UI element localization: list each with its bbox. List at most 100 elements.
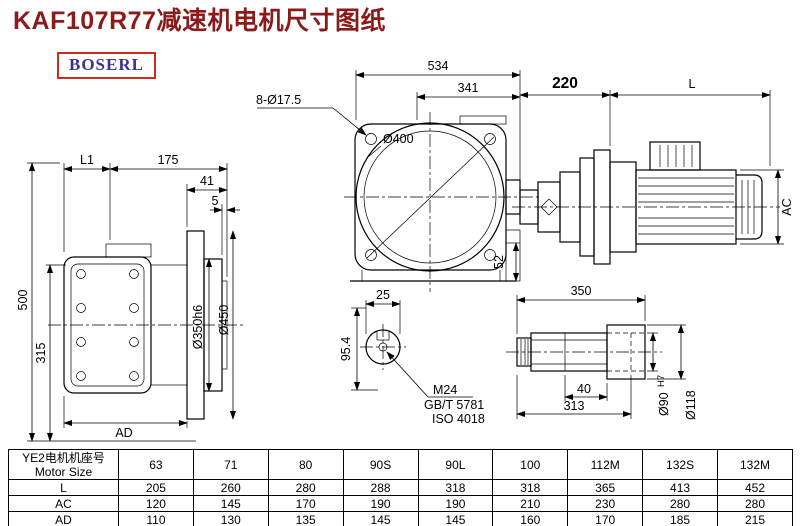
size-column-header: 80 <box>267 449 344 480</box>
flange-face-step <box>221 280 228 370</box>
dim-motor-length-label: L <box>689 77 696 91</box>
table-cell: 230 <box>567 495 644 512</box>
table-header-motor-size: YE2电机机座号 Motor Size <box>8 449 119 480</box>
shaft-end-view: 25 95.4 M24 GB/T 5781 ISO 4018 <box>339 288 485 426</box>
front-view: 534 341 8-Ø17.5 Ø400 52 <box>256 59 540 292</box>
flange-inner-circle <box>363 130 497 264</box>
cover-bolt <box>76 337 86 347</box>
size-column-header: 112M <box>567 449 644 480</box>
cover-bolt <box>129 303 139 313</box>
thread-spec-label: M24 <box>433 383 457 397</box>
dim-90h7-tolerance-label: H7 <box>656 375 667 387</box>
size-column-header: 100 <box>492 449 569 480</box>
table-cell: 288 <box>342 479 419 496</box>
mounting-hole <box>365 249 377 261</box>
dim-500-label: 500 <box>16 290 30 311</box>
table-cell: 170 <box>267 495 344 512</box>
mounting-hole <box>484 133 496 145</box>
cover-bolt <box>76 303 86 313</box>
cover-bolt <box>129 269 139 279</box>
dim-90h7-label: Ø90 <box>657 392 671 416</box>
dim-313-label: 313 <box>564 399 585 413</box>
shaft-detail-dimensions: 350 40 313 Ø90 H7 Ø118 <box>516 284 698 420</box>
size-column-header: 90L <box>417 449 494 480</box>
table-cell: 160 <box>492 511 569 526</box>
motor-view-dimensions: 220 L AC <box>519 75 794 245</box>
housing-top-lug <box>105 243 152 258</box>
table-cell: 135 <box>267 511 344 526</box>
dim-bolt-holes-label: 8-Ø17.5 <box>256 93 301 107</box>
table-cell: 260 <box>192 479 269 496</box>
table-cell: 145 <box>192 495 269 512</box>
dim-315-label: 315 <box>34 343 48 364</box>
row-label: AD <box>8 511 119 526</box>
table-cell: 170 <box>567 511 644 526</box>
shaft-end-dimensions: 25 95.4 M24 GB/T 5781 ISO 4018 <box>339 288 485 426</box>
side-step <box>505 229 521 282</box>
front-view-part <box>344 112 540 292</box>
gb-standard-label: GB/T 5781 <box>424 398 484 412</box>
face-diagonal <box>366 136 495 259</box>
dim-52-label: 52 <box>492 255 506 269</box>
table-cell: 190 <box>417 495 494 512</box>
table-cell: 210 <box>492 495 569 512</box>
side-view-dimensions: L1 175 41 5 500 315 AD <box>16 153 240 442</box>
terminal-box <box>649 141 701 171</box>
motor-view-part <box>512 141 780 265</box>
table-row-l: L 205 260 280 288 318 318 365 413 452 <box>8 479 793 496</box>
table-cell: 120 <box>118 495 194 512</box>
table-cell: 190 <box>342 495 419 512</box>
dim-40-label: 40 <box>577 382 591 396</box>
table-row-ac: AC 120 145 170 190 190 210 230 280 280 <box>8 495 793 512</box>
iso-standard-label: ISO 4018 <box>432 412 485 426</box>
shaft-end-part <box>360 324 406 370</box>
table-cell: 130 <box>192 511 269 526</box>
mounting-hole <box>365 133 377 145</box>
cover-bolt <box>129 371 139 381</box>
side-view-part <box>48 230 244 420</box>
dim-350-label: 350 <box>571 284 592 298</box>
table-cell: 205 <box>118 479 194 496</box>
table-cell: 145 <box>417 511 494 526</box>
center-tap-hole <box>378 342 388 352</box>
table-cell: 280 <box>267 479 344 496</box>
dim-ad-label: AD <box>115 426 132 440</box>
table-cell: 413 <box>642 479 718 496</box>
cover-bolt <box>76 269 86 279</box>
front-view-dimensions: 534 341 8-Ø17.5 Ø400 52 <box>256 59 521 282</box>
shaft-collar <box>606 324 646 380</box>
size-column-header: 132M <box>717 449 793 480</box>
dim-175-label: 175 <box>158 153 179 167</box>
table-header-cn: YE2电机机座号 <box>22 450 105 465</box>
dim-25-label: 25 <box>376 288 390 302</box>
row-label: AC <box>8 495 119 512</box>
table-cell: 280 <box>642 495 718 512</box>
size-column-header: 90S <box>342 449 419 480</box>
shaft-end-mark <box>540 198 558 216</box>
dim-350h6-label: Ø350h6 <box>191 305 205 350</box>
housing-cover-plate <box>70 263 145 387</box>
size-column-header: 63 <box>118 449 194 480</box>
shaft-end-circle <box>365 329 401 365</box>
dim-220-label: 220 <box>552 75 578 92</box>
size-column-header: 71 <box>192 449 269 480</box>
cover-bolt <box>76 371 86 381</box>
motor-size-table: YE2电机机座号 Motor Size 63 71 80 90S 90L 100… <box>8 449 793 526</box>
table-cell: 280 <box>717 495 793 512</box>
table-cell: 365 <box>567 479 644 496</box>
technical-drawing: L1 175 41 5 500 315 AD <box>16 59 794 442</box>
cover-bolt <box>129 337 139 347</box>
table-cell: 145 <box>342 511 419 526</box>
table-row-ad: AD 110 130 135 145 145 160 170 185 215 <box>8 511 793 526</box>
dim-5-label: 5 <box>212 194 219 208</box>
shaft-detail-view: 350 40 313 Ø90 H7 Ø118 <box>506 284 698 420</box>
dim-ac-label: AC <box>780 198 794 215</box>
motor-view: 220 L AC <box>512 75 794 265</box>
dim-41-label: 41 <box>200 174 214 188</box>
table-cell: 318 <box>417 479 494 496</box>
row-label: L <box>8 479 119 496</box>
table-cell: 452 <box>717 479 793 496</box>
size-column-header: 132S <box>642 449 718 480</box>
input-boss <box>459 115 507 125</box>
